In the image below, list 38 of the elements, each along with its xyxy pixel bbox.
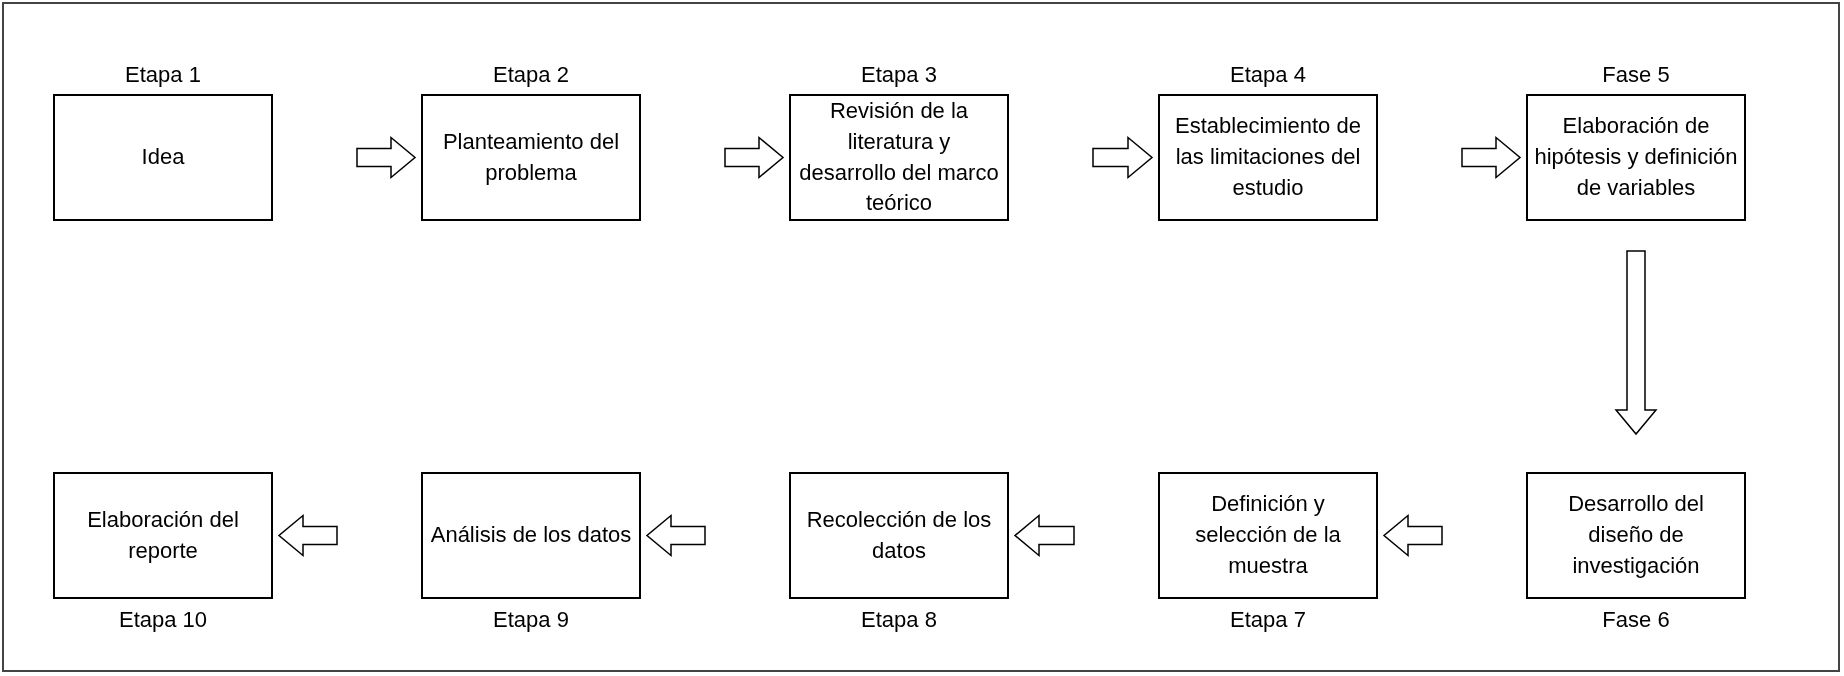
block-arrow (1092, 135, 1154, 180)
process-box (1158, 472, 1378, 599)
block-arrow (1013, 513, 1075, 558)
box-text: Desarrollo del diseño de investigación (1567, 490, 1705, 580)
box-text: Revisión de la literatura y desarrollo del marco teórico (798, 96, 1000, 218)
box-text: Planteamiento del problema (441, 127, 621, 187)
box-text: Definición y selección de la muestra (1194, 490, 1342, 580)
box-text: Elaboración de hipótesis y definición de variables (1534, 112, 1738, 202)
box-text: Elaboración del reporte (86, 505, 240, 565)
block-arrow (1461, 135, 1522, 180)
block-arrow (1614, 250, 1658, 436)
process-box (53, 94, 273, 221)
box-text: Establecimiento de las limitaciones del estudio (1174, 112, 1362, 202)
process-box (421, 94, 641, 221)
stage-label: Etapa 7 (1229, 607, 1307, 633)
stage-label: Etapa 1 (124, 62, 202, 88)
stage-label: Etapa 10 (117, 607, 209, 633)
block-arrow (277, 513, 338, 558)
stage-label: Etapa 8 (860, 607, 938, 633)
stage-label: Fase 5 (1601, 62, 1671, 88)
process-box (1526, 472, 1746, 599)
block-arrow (1382, 513, 1443, 558)
process-box (1526, 94, 1746, 221)
stage-label: Etapa 4 (1229, 62, 1307, 88)
process-box (421, 472, 641, 599)
box-text: Análisis de los datos (430, 521, 632, 550)
stage-label: Etapa 2 (492, 62, 570, 88)
stage-label: Fase 6 (1601, 607, 1671, 633)
block-arrow (645, 513, 706, 558)
box-text: Recolección de los datos (805, 505, 993, 565)
stage-label: Etapa 3 (860, 62, 938, 88)
stage-label: Etapa 9 (492, 607, 570, 633)
process-box (1158, 94, 1378, 221)
process-box (53, 472, 273, 599)
block-arrow (356, 135, 417, 180)
block-arrow (724, 135, 785, 180)
box-text: Idea (141, 143, 185, 172)
process-box (789, 472, 1009, 599)
